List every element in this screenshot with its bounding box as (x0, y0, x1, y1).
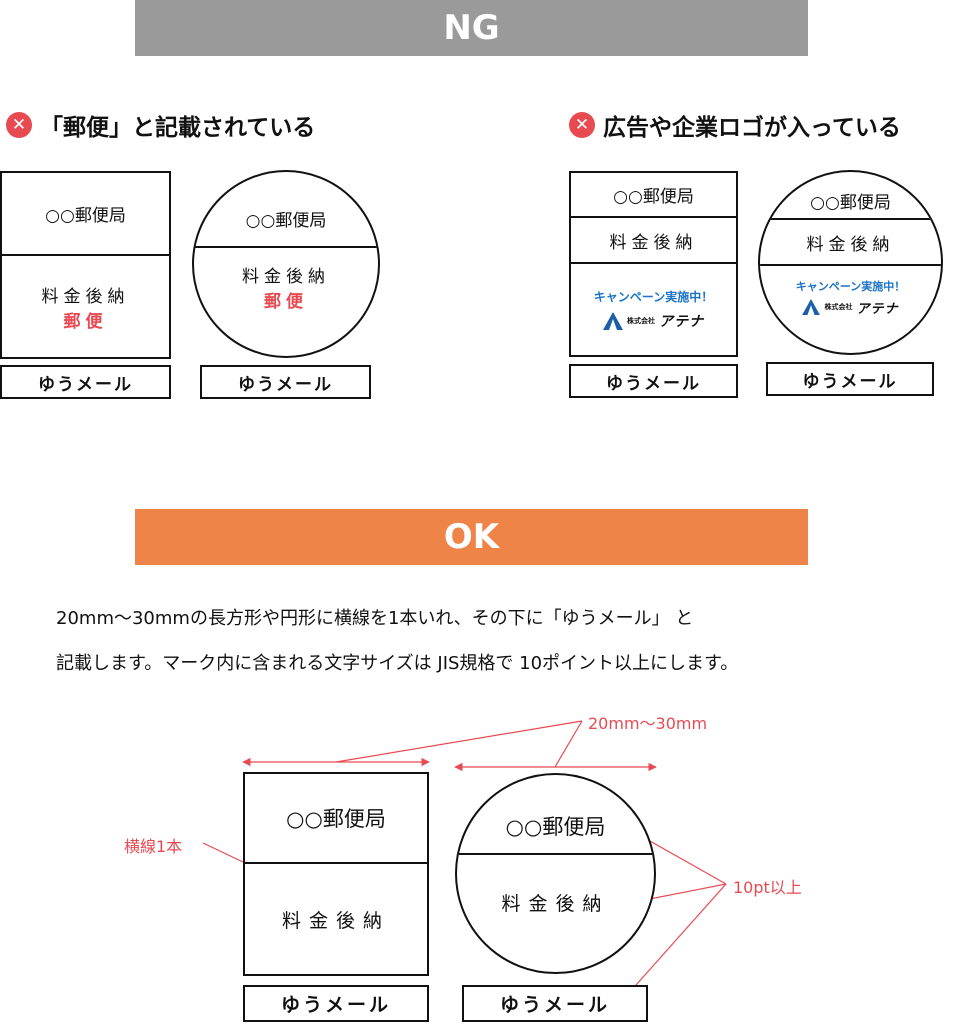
yu-mail-label: ゆうメール (606, 373, 701, 394)
fee-postpaid-text: 料金後納 (806, 234, 895, 255)
ok-rect-label: ゆうメール (243, 985, 429, 1022)
ng-postal-circle-mark: ○○郵便局 料金後納 郵便 (192, 170, 380, 358)
ng-postal-rect-mark: ○○郵便局 料金後納 郵便 (0, 171, 171, 359)
close-circle-icon: ✕ (569, 112, 595, 138)
divider-line (760, 264, 941, 266)
ng-ads-rect-label: ゆうメール (569, 364, 738, 398)
yu-mail-label: ゆうメール (499, 994, 610, 1016)
divider-line (194, 246, 378, 248)
company-name-text: アテナ (659, 314, 704, 330)
campaign-text: キャンペーン実施中！ (795, 279, 906, 293)
ok-description-line2: 記載します。マーク内に含まれる文字サイズは JIS規格で 10ポイント以上にしま… (56, 653, 739, 674)
ng-heading-ads-text: 広告や企業ロゴが入っている (603, 115, 901, 141)
divider-line (571, 262, 736, 264)
ok-circle-label: ゆうメール (462, 985, 648, 1022)
yu-mail-label: ゆうメール (280, 994, 391, 1016)
size-leader-circle (554, 720, 583, 768)
divider-line (2, 254, 169, 256)
post-office-name: ○○郵便局 (505, 815, 606, 839)
forbidden-postal-text: 郵便 (63, 311, 108, 332)
hline-leader (202, 842, 244, 863)
ng-ads-circle-mark: ○○郵便局 料金後納 キャンペーン実施中！ 株式会社 アテナ (758, 170, 943, 355)
post-office-name: ○○郵便局 (245, 210, 327, 231)
ng-ads-rect-mark: ○○郵便局 料金後納 キャンペーン実施中！ 株式会社 アテナ (569, 171, 738, 357)
forbidden-postal-text: 郵便 (264, 292, 308, 312)
company-type-text: 株式会社 (824, 303, 853, 311)
yu-mail-label: ゆうメール (38, 374, 133, 395)
yu-mail-label: ゆうメール (802, 371, 898, 392)
fee-postpaid-text: 料金後納 (281, 909, 390, 932)
hline-note: 横線1本 (124, 837, 183, 856)
divider-line (457, 853, 654, 855)
ok-banner-label: OK (443, 517, 500, 557)
divider-line (245, 862, 427, 864)
ng-postal-rect-label: ゆうメール (0, 365, 171, 399)
post-office-name: ○○郵便局 (45, 206, 126, 226)
company-logo-icon (603, 312, 623, 330)
post-office-name: ○○郵便局 (810, 192, 891, 213)
post-office-name: ○○郵便局 (613, 187, 694, 207)
fee-postpaid-text: 料金後納 (501, 892, 610, 915)
ok-description-line1: 20mm〜30mmの長方形や円形に横線を1本いれ、その下に「ゆうメール」 と (56, 608, 694, 629)
ng-heading-postal-text: 「郵便」と記載されている (40, 115, 316, 141)
ng-banner: NG (135, 0, 808, 56)
company-logo: 株式会社 アテナ (802, 298, 898, 317)
close-circle-icon: ✕ (6, 112, 32, 138)
ok-banner: OK (135, 509, 808, 565)
font-leader-label (619, 883, 727, 1004)
ng-heading-postal: ✕ 「郵便」と記載されている (6, 108, 315, 142)
company-type-text: 株式会社 (627, 317, 655, 325)
yu-mail-label: ゆうメール (238, 374, 333, 395)
ok-rect-mark: ○○郵便局 料金後納 (243, 772, 429, 976)
fee-postpaid-text: 料金後納 (609, 232, 698, 253)
fee-postpaid-text: 料金後納 (41, 286, 130, 307)
divider-line (760, 218, 941, 220)
font-size-note: 10pt以上 (733, 878, 802, 897)
ng-postal-circle-label: ゆうメール (200, 365, 371, 399)
ng-heading-ads: ✕ 広告や企業ロゴが入っている (569, 108, 901, 142)
ok-circle-mark: ○○郵便局 料金後納 (455, 773, 656, 974)
company-logo-icon (802, 299, 821, 315)
size-note: 20mm〜30mm (588, 714, 708, 733)
company-logo: 株式会社 アテナ (603, 311, 704, 331)
fee-postpaid-text: 料金後納 (242, 267, 330, 287)
campaign-text: キャンペーン実施中！ (593, 290, 714, 304)
divider-line (571, 216, 736, 218)
ng-banner-label: NG (443, 8, 500, 48)
size-leader-rect (335, 720, 583, 763)
ng-ads-circle-label: ゆうメール (766, 362, 934, 396)
company-name-text: アテナ (856, 301, 899, 317)
post-office-name: ○○郵便局 (286, 807, 386, 831)
